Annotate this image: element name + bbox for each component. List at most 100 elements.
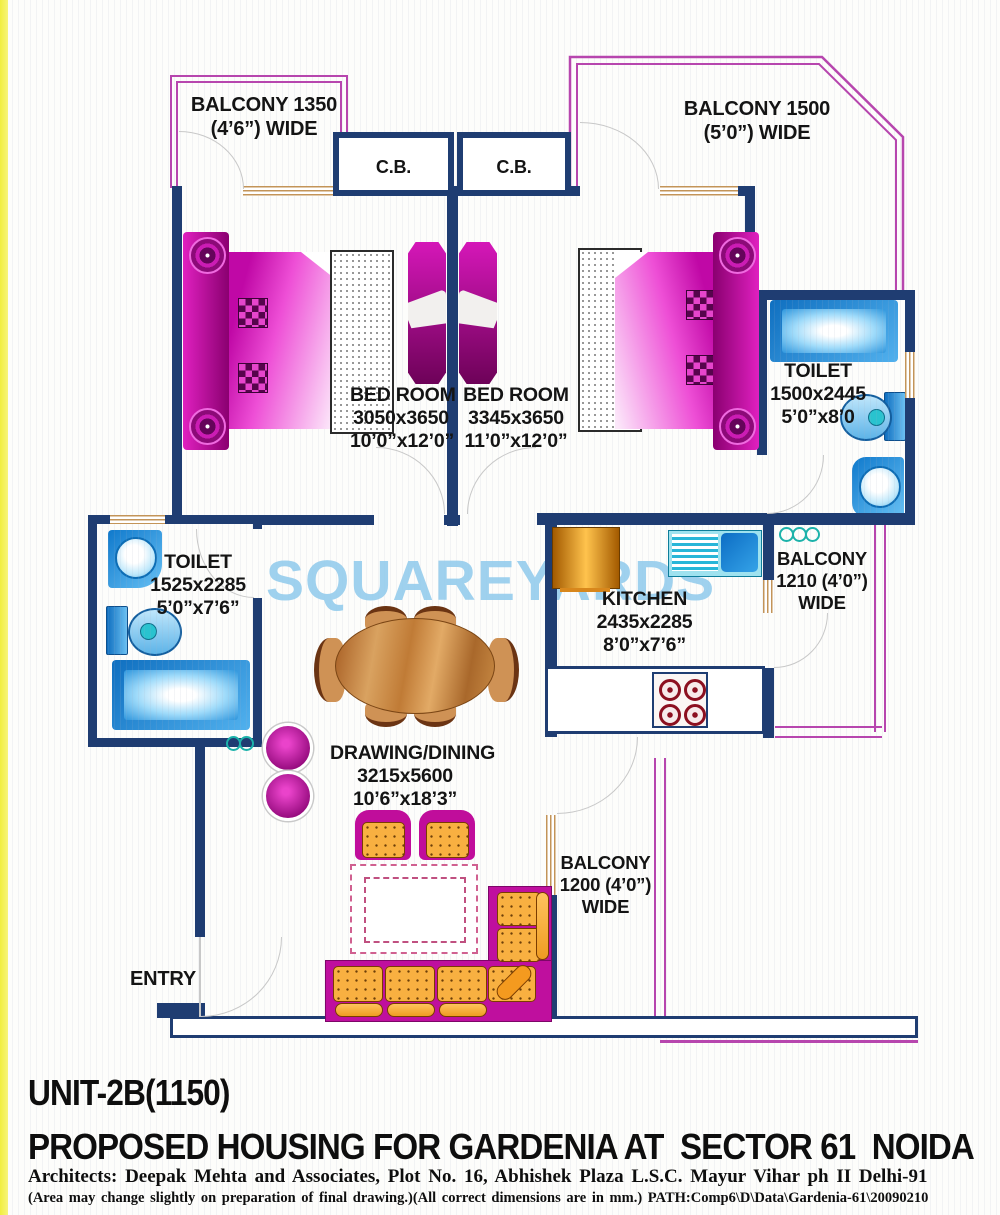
label-line: WIDE [581, 895, 630, 917]
disclaimer-line: (Area may change slightly on preparation… [28, 1190, 929, 1206]
door-arc [467, 447, 536, 514]
bathtub-icon [112, 660, 250, 730]
room-label-cupboard: C.B. [375, 157, 412, 177]
sofa-armrest [387, 1003, 435, 1017]
wall [444, 515, 460, 525]
sofa-cushion [385, 966, 435, 1002]
label-line: BALCONY 1500 [683, 98, 831, 120]
label-line: BALCONY [560, 852, 651, 873]
bathtub-inner [124, 670, 238, 720]
page-title: PROPOSED HOUSING FOR GARDENIA AT SECTOR … [28, 1126, 975, 1167]
wall [88, 515, 110, 524]
label-line: KITCHEN [601, 588, 688, 610]
door-arc [774, 613, 828, 668]
sofa-armrest [335, 1003, 383, 1017]
label-line: TOILET [164, 551, 232, 573]
toilet-wc-icon [128, 608, 182, 656]
label-line: 3050x3650 [353, 407, 449, 429]
wardrobe-icon [408, 242, 446, 384]
wall [88, 738, 262, 747]
bed-lamp-icon [189, 237, 226, 274]
wall [165, 515, 262, 524]
label-line: 1525x2285 [150, 574, 246, 596]
balcony-right-outline [874, 525, 886, 732]
balcony-right-outline-bottom [775, 726, 882, 738]
label-line: 10’6”x18’3” [352, 788, 458, 810]
label-line: BALCONY 1350 [190, 94, 338, 116]
fridge-base [560, 588, 610, 592]
wall [172, 186, 182, 524]
door-arc [201, 937, 282, 1017]
rug-inner-border [364, 877, 466, 943]
bed-icon [578, 228, 765, 454]
armchair-cushion [362, 822, 405, 858]
label-line: 1200 (4’0”) [559, 873, 652, 895]
sofa-cushion [497, 928, 541, 962]
label-line: (4’6”) WIDE [210, 117, 318, 140]
washbasin-icon [852, 457, 904, 517]
label-line: 8’0”x7’6” [603, 634, 686, 656]
balcony-top-left-outline [170, 75, 348, 188]
bed-quilt-pattern [686, 355, 716, 385]
architects-line: Architects: Deepak Mehta and Associates,… [28, 1166, 928, 1187]
wardrobe-icon [459, 242, 497, 384]
room-label-balcony-top-left: BALCONY 1350 (4’6”) WIDE [188, 94, 340, 141]
room-label-entry: ENTRY [130, 968, 197, 990]
cupboard-box [333, 132, 454, 196]
wall [905, 290, 915, 352]
bed-body [229, 252, 334, 429]
bed-icon [183, 228, 394, 454]
towel-ring-icon [805, 527, 820, 542]
bathtub-inner [782, 309, 886, 353]
room-label-bedroom1: BED ROOM 3050x3650 10’0”x12’0” [350, 384, 456, 453]
bed-lamp-icon [719, 408, 756, 445]
label-line: 1210 (4’0”) [776, 569, 868, 591]
label-line: 3345x3650 [468, 407, 564, 429]
fridge-icon [552, 527, 620, 589]
window [660, 186, 738, 196]
balcony-top-right-outline [568, 55, 905, 296]
room-label-bedroom2: BED ROOM 3345x3650 11’0”x12’0” [462, 384, 570, 453]
wall [253, 598, 262, 747]
label-line: TOILET [784, 360, 852, 382]
sofa-armrest [536, 892, 549, 960]
bed-mattress [330, 250, 394, 434]
washbasin-bowl [115, 537, 157, 579]
bed-lamp-icon [189, 408, 226, 445]
label-line: BED ROOM [350, 384, 456, 406]
wall [88, 515, 97, 747]
wall [262, 515, 374, 525]
wardrobe-scarf [401, 289, 454, 333]
wc-drain [140, 623, 157, 640]
scan-edge-strip [0, 0, 8, 1215]
wall [253, 515, 262, 529]
wc-drain [868, 409, 885, 426]
sofa-armrest [439, 1003, 487, 1017]
burner-icon [659, 704, 681, 726]
washbasin-bowl [859, 466, 901, 508]
room-label-toilet-left: TOILET 1525x2285 5’0”x7’6” [150, 551, 246, 620]
wall [757, 298, 767, 455]
window [110, 515, 165, 524]
unit-title: UNIT-2B(1150) [28, 1072, 230, 1113]
room-label-balcony-bottom: BALCONY 1200 (4’0”) WIDE [553, 852, 658, 917]
burner-icon [684, 704, 706, 726]
label-line: BALCONY [776, 548, 868, 569]
door-arc [557, 737, 638, 814]
burner-icon [684, 679, 706, 701]
window [905, 352, 915, 398]
window [546, 815, 556, 895]
wall [905, 398, 915, 525]
window [243, 186, 333, 196]
wall [537, 513, 915, 525]
sink-basin [721, 533, 758, 572]
label-line: 10’0”x12’0” [350, 430, 455, 452]
wall [763, 668, 774, 738]
room-label-cupboard: C.B. [496, 157, 532, 177]
wall [745, 290, 915, 300]
label-line: 2435x2285 [596, 611, 693, 633]
stove-icon [652, 672, 708, 728]
bed-quilt-pattern [686, 290, 716, 320]
toilet-wc-icon [840, 394, 892, 441]
